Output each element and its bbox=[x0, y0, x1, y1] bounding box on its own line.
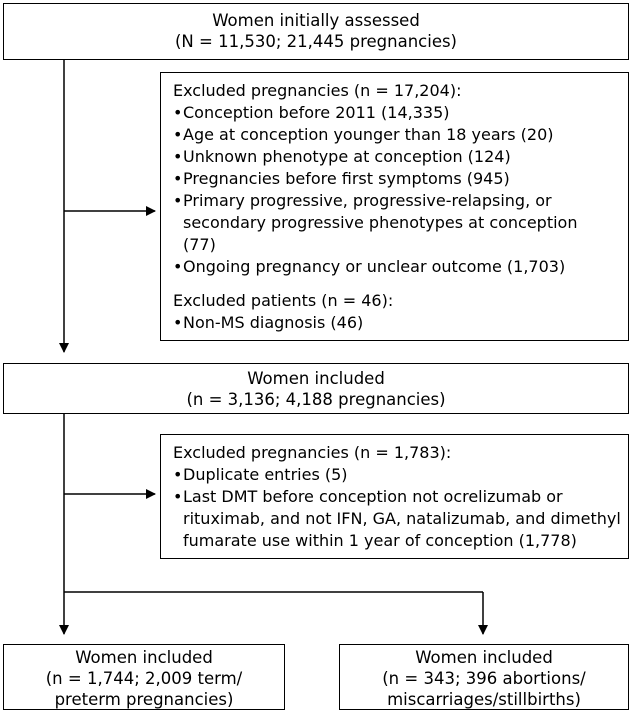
box-initial-title: Women initially assessed bbox=[212, 11, 420, 30]
box-excluded-pregnancies-2: Excluded pregnancies (n = 1,783): Duplic… bbox=[160, 434, 629, 559]
excluded2-item-line: rituximab, and not IFN, GA, natalizumab,… bbox=[183, 509, 621, 528]
excluded1-item-line: secondary progressive phenotypes at conc… bbox=[183, 213, 578, 232]
excluded-patients-heading: Excluded patients (n = 46): bbox=[173, 291, 394, 310]
excluded2-item-line: fumarate use within 1 year of conception… bbox=[183, 531, 577, 550]
box-included-title: Women included bbox=[247, 369, 385, 388]
excluded2-heading: Excluded pregnancies (n = 1,783): bbox=[173, 443, 452, 462]
excluded-patients-item: Non-MS diagnosis (46) bbox=[173, 312, 628, 334]
excluded1-item-phenotypes: Primary progressive, progressive-relapsi… bbox=[173, 190, 628, 256]
box-excluded-pregnancies-1: Excluded pregnancies (n = 17,204): Conce… bbox=[160, 72, 629, 341]
box-initial-assessed: Women initially assessed (N = 11,530; 21… bbox=[3, 3, 629, 60]
box-initial-count: (N = 11,530; 21,445 pregnancies) bbox=[175, 32, 457, 51]
box-women-included: Women included (n = 3,136; 4,188 pregnan… bbox=[3, 363, 629, 414]
excluded1-item-line: (77) bbox=[183, 235, 216, 254]
excluded1-heading: Excluded pregnancies (n = 17,204): bbox=[173, 81, 462, 100]
box-abortions: Women included (n = 343; 396 abortions/ … bbox=[339, 644, 629, 710]
box-term-title: Women included bbox=[75, 648, 213, 667]
excluded1-item: Unknown phenotype at conception (124) bbox=[173, 146, 628, 168]
box-term-count: (n = 1,744; 2,009 term/ bbox=[45, 669, 243, 688]
box-included-count: (n = 3,136; 4,188 pregnancies) bbox=[186, 390, 446, 409]
excluded1-item: Ongoing pregnancy or unclear outcome (1,… bbox=[173, 256, 628, 278]
excluded1-item: Pregnancies before first symptoms (945) bbox=[173, 168, 628, 190]
box-abortion-count-cont: miscarriages/stillbirths) bbox=[387, 690, 581, 709]
box-term-preterm: Women included (n = 1,744; 2,009 term/ p… bbox=[3, 644, 285, 710]
excluded2-item-dmt: Last DMT before conception not ocrelizum… bbox=[173, 486, 628, 552]
box-abortion-title: Women included bbox=[415, 648, 553, 667]
box-term-count-cont: preterm pregnancies) bbox=[54, 690, 234, 709]
excluded1-item: Age at conception younger than 18 years … bbox=[173, 124, 628, 146]
excluded1-item: Conception before 2011 (14,335) bbox=[173, 102, 628, 124]
box-abortion-count: (n = 343; 396 abortions/ bbox=[382, 669, 586, 688]
excluded2-item-line: Last DMT before conception not ocrelizum… bbox=[183, 487, 563, 506]
excluded2-item: Duplicate entries (5) bbox=[173, 464, 628, 486]
excluded1-item-line: Primary progressive, progressive-relapsi… bbox=[183, 191, 552, 210]
